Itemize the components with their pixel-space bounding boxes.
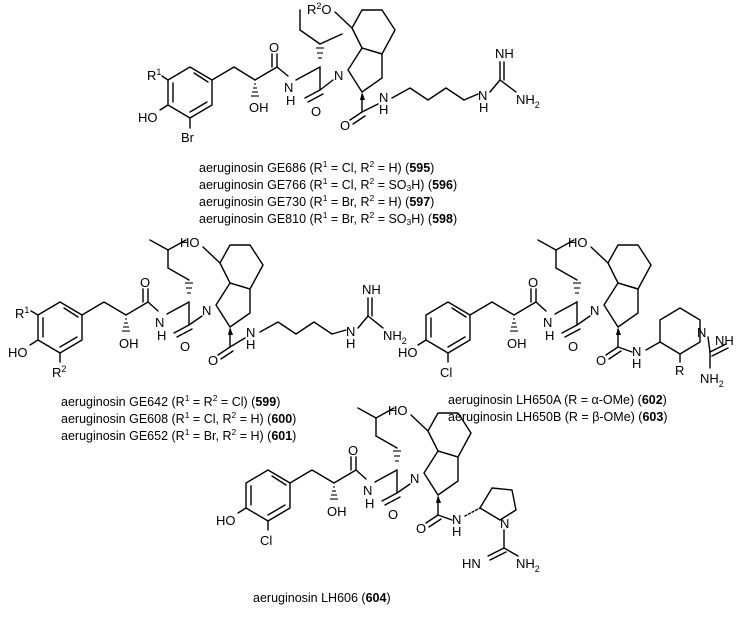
amide-n-2: N xyxy=(379,90,388,105)
caption-598: aeruginosin GE810 (R1 = Br, R2 = SO3H) (… xyxy=(199,210,458,227)
amide-n-8: N xyxy=(452,512,461,527)
amide-n-1: N xyxy=(284,80,293,95)
carbonyl-o-9: O xyxy=(596,353,606,368)
r2-label-2: R2 xyxy=(52,364,66,380)
bromine-label: Br xyxy=(181,130,195,145)
piperidine-n: N xyxy=(697,325,706,340)
caption-600: aeruginosin GE608 (R1 = Cl, R2 = H) (600… xyxy=(61,410,297,426)
hydroxyl-label: HO xyxy=(138,110,158,125)
ring-n-4: N xyxy=(410,471,419,486)
guanidine-nh2: NH2 xyxy=(516,92,540,110)
amide-h-8: H xyxy=(452,524,461,539)
amide-h-3: H xyxy=(157,328,166,343)
structure-604: HO Cl OH O N H O N HO O N xyxy=(216,403,540,574)
caption-596: aeruginosin GE766 (R1 = Cl, R2 = SO3H) (… xyxy=(199,176,458,193)
amide-h-1: H xyxy=(286,93,295,108)
caption-604: aeruginosin LH606 (604) xyxy=(253,591,391,605)
carbonyl-o-2: O xyxy=(311,104,321,119)
carbonyl-o-4: O xyxy=(140,275,150,290)
amide-n-6: N xyxy=(632,344,641,359)
guanidine-hn: HN xyxy=(462,556,481,571)
structure-595-598: R1 HO Br OH O N H O N R2 xyxy=(138,1,540,145)
amide-n-7: N xyxy=(363,483,372,498)
hydroxyl-label-3: HO xyxy=(180,235,200,250)
pyrrolidine-n: N xyxy=(500,516,509,531)
hydroxyl-label-7: HO xyxy=(388,403,408,418)
chlorine-label-2: Cl xyxy=(260,533,272,548)
carbonyl-o-3: O xyxy=(340,118,350,133)
carbonyl-o-12: O xyxy=(416,521,426,536)
amide-h-7: H xyxy=(365,496,374,511)
guanidine-h-1: H xyxy=(479,100,488,115)
caption-602: aeruginosin LH650A (R = α-OMe) (602) xyxy=(448,393,667,407)
caption-603: aeruginosin LH650B (R = β-OMe) (603) xyxy=(448,410,668,424)
hydroxyl-label-2: HO xyxy=(8,345,28,360)
carbonyl-o-5: O xyxy=(180,339,190,354)
hydroxyl-label-4: HO xyxy=(398,345,418,360)
amide-h-6: H xyxy=(632,356,641,371)
ring-n-1: N xyxy=(334,68,343,83)
alpha-hydroxyl-label-4: OH xyxy=(327,504,347,519)
carbonyl-o-7: O xyxy=(528,275,538,290)
caption-597: aeruginosin GE730 (R1 = Br, R2 = H) (597… xyxy=(199,193,435,209)
chlorine-label-1: Cl xyxy=(440,365,452,380)
hydroxyl-label-5: HO xyxy=(568,235,588,250)
amide-n-4: N xyxy=(246,325,255,340)
r-substituent-label: R xyxy=(675,363,684,378)
guanidine-nh-3: NH xyxy=(715,333,734,348)
alpha-hydroxyl-label-3: OH xyxy=(507,336,527,351)
caption-595: aeruginosin GE686 (R1 = Cl, R2 = H) (595… xyxy=(199,159,435,175)
amide-n-5: N xyxy=(543,315,552,330)
carbonyl-o-10: O xyxy=(348,443,358,458)
r1-label: R1 xyxy=(147,67,161,83)
amide-n-3: N xyxy=(155,315,164,330)
ring-n-2: N xyxy=(202,303,211,318)
hydroxyl-label-6: HO xyxy=(216,513,236,528)
caption-599: aeruginosin GE642 (R1 = R2 = Cl) (599) xyxy=(61,393,281,409)
guanidine-n-2: N xyxy=(346,324,355,339)
carbonyl-o-1: O xyxy=(269,40,279,55)
guanidine-n-1: N xyxy=(478,88,487,103)
guanidine-nh-2: NH xyxy=(362,282,381,297)
carbonyl-o-11: O xyxy=(388,507,398,522)
amide-h-2: H xyxy=(379,102,388,117)
carbonyl-o-6: O xyxy=(208,353,218,368)
guanidine-nh2-3: NH2 xyxy=(700,371,724,389)
r1-label-2: R1 xyxy=(15,305,29,321)
guanidine-nh2-2: NH2 xyxy=(383,328,407,346)
ring-n-3: N xyxy=(590,303,599,318)
structure-602-603: HO Cl OH O N H O N HO O N xyxy=(398,235,734,389)
guanidine-nh2-4: NH2 xyxy=(516,556,540,574)
guanidine-nh: NH xyxy=(495,46,514,61)
structure-599-601: R1 HO R2 OH O N H O N HO xyxy=(8,235,407,380)
amide-h-5: H xyxy=(545,328,554,343)
alpha-hydroxyl-label: OH xyxy=(249,100,269,115)
amide-h-4: H xyxy=(246,337,255,352)
carbonyl-o-8: O xyxy=(568,339,578,354)
guanidine-h-2: H xyxy=(346,336,355,351)
alpha-hydroxyl-label-2: OH xyxy=(119,336,139,351)
r2-oxygen-label: R2O xyxy=(307,1,332,17)
caption-601: aeruginosin GE652 (R1 = Br, R2 = H) (601… xyxy=(61,427,297,443)
